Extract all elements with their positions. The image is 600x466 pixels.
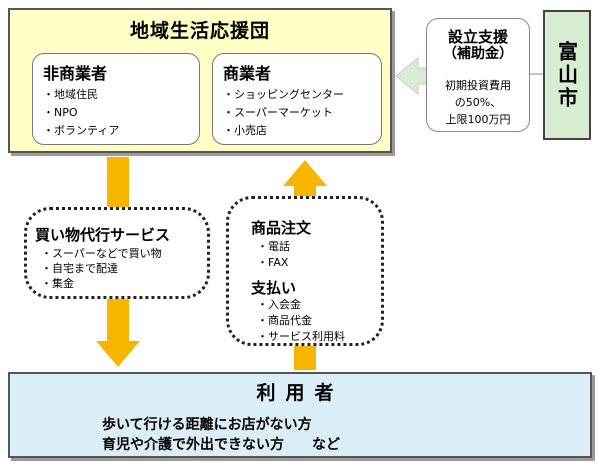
- users-description-line: 歩いて行ける距離にお店がない方: [102, 417, 312, 433]
- users-description-line: 育児や介護で外出できない方 など: [102, 437, 340, 453]
- city-box: 富山市: [543, 10, 591, 140]
- non-commercial-title: 非商業者: [43, 64, 108, 83]
- list-item: ・小売店: [223, 124, 267, 137]
- shopping-service-title: 買い物代行サービス: [35, 226, 171, 244]
- list-item: ・入会金: [257, 298, 301, 311]
- list-item: ・ボランティア: [43, 124, 120, 137]
- list-item: ・集金: [41, 277, 74, 290]
- list-item: ・地域住民: [43, 88, 98, 101]
- list-item: ・サービス利用料: [257, 330, 345, 343]
- list-item: ・ショッピングセンター: [223, 88, 344, 101]
- users-title: 利用者: [256, 382, 344, 404]
- list-item: ・FAX: [257, 256, 289, 269]
- support-group-title: 地域生活応援団: [129, 20, 270, 42]
- list-item: ・スーパーマーケット: [223, 106, 333, 119]
- arrow-city-to-org: [395, 56, 429, 96]
- commercial-box: 商業者 ・ショッピングセンター ・スーパーマーケット ・小売店: [212, 53, 382, 145]
- list-item: ・電話: [257, 240, 290, 253]
- subsidy-line: 上限100万円: [445, 113, 511, 126]
- users-box: 利用者 歩いて行ける距離にお店がない方 育児や介護で外出できない方 など: [8, 372, 592, 458]
- arrow-down-to-users: [96, 157, 140, 367]
- list-item: ・NPO: [43, 106, 78, 119]
- list-item: ・スーパーなどで買い物: [41, 247, 162, 260]
- subsidy-title: 設立支援: [447, 28, 508, 46]
- shopping-service-box: 買い物代行サービス ・スーパーなどで買い物 ・自宅まで配達 ・集金: [24, 207, 210, 299]
- order-title: 商品注文: [251, 219, 312, 237]
- city-label: 富山市: [554, 40, 579, 110]
- order-payment-box: 商品注文 ・電話 ・FAX 支払い ・入会金 ・商品代金 ・サービス利用料: [226, 196, 384, 346]
- payment-title: 支払い: [251, 279, 297, 297]
- list-item: ・自宅まで配達: [41, 262, 118, 275]
- support-group-box: 地域生活応援団 非商業者 ・地域住民 ・NPO ・ボランティア 商業者 ・ショッ…: [8, 8, 392, 153]
- non-commercial-box: 非商業者 ・地域住民 ・NPO ・ボランティア: [32, 53, 200, 145]
- subsidy-line: 初期投資費用: [445, 79, 511, 92]
- subsidy-subtitle: （補助金）: [443, 46, 513, 62]
- list-item: ・商品代金: [257, 314, 312, 327]
- subsidy-note: 設立支援 （補助金） 初期投資費用 の50%、 上限100万円: [426, 18, 530, 132]
- commercial-title: 商業者: [223, 64, 272, 83]
- subsidy-line: の50%、: [454, 96, 502, 109]
- arrow-up-to-org: [283, 160, 327, 370]
